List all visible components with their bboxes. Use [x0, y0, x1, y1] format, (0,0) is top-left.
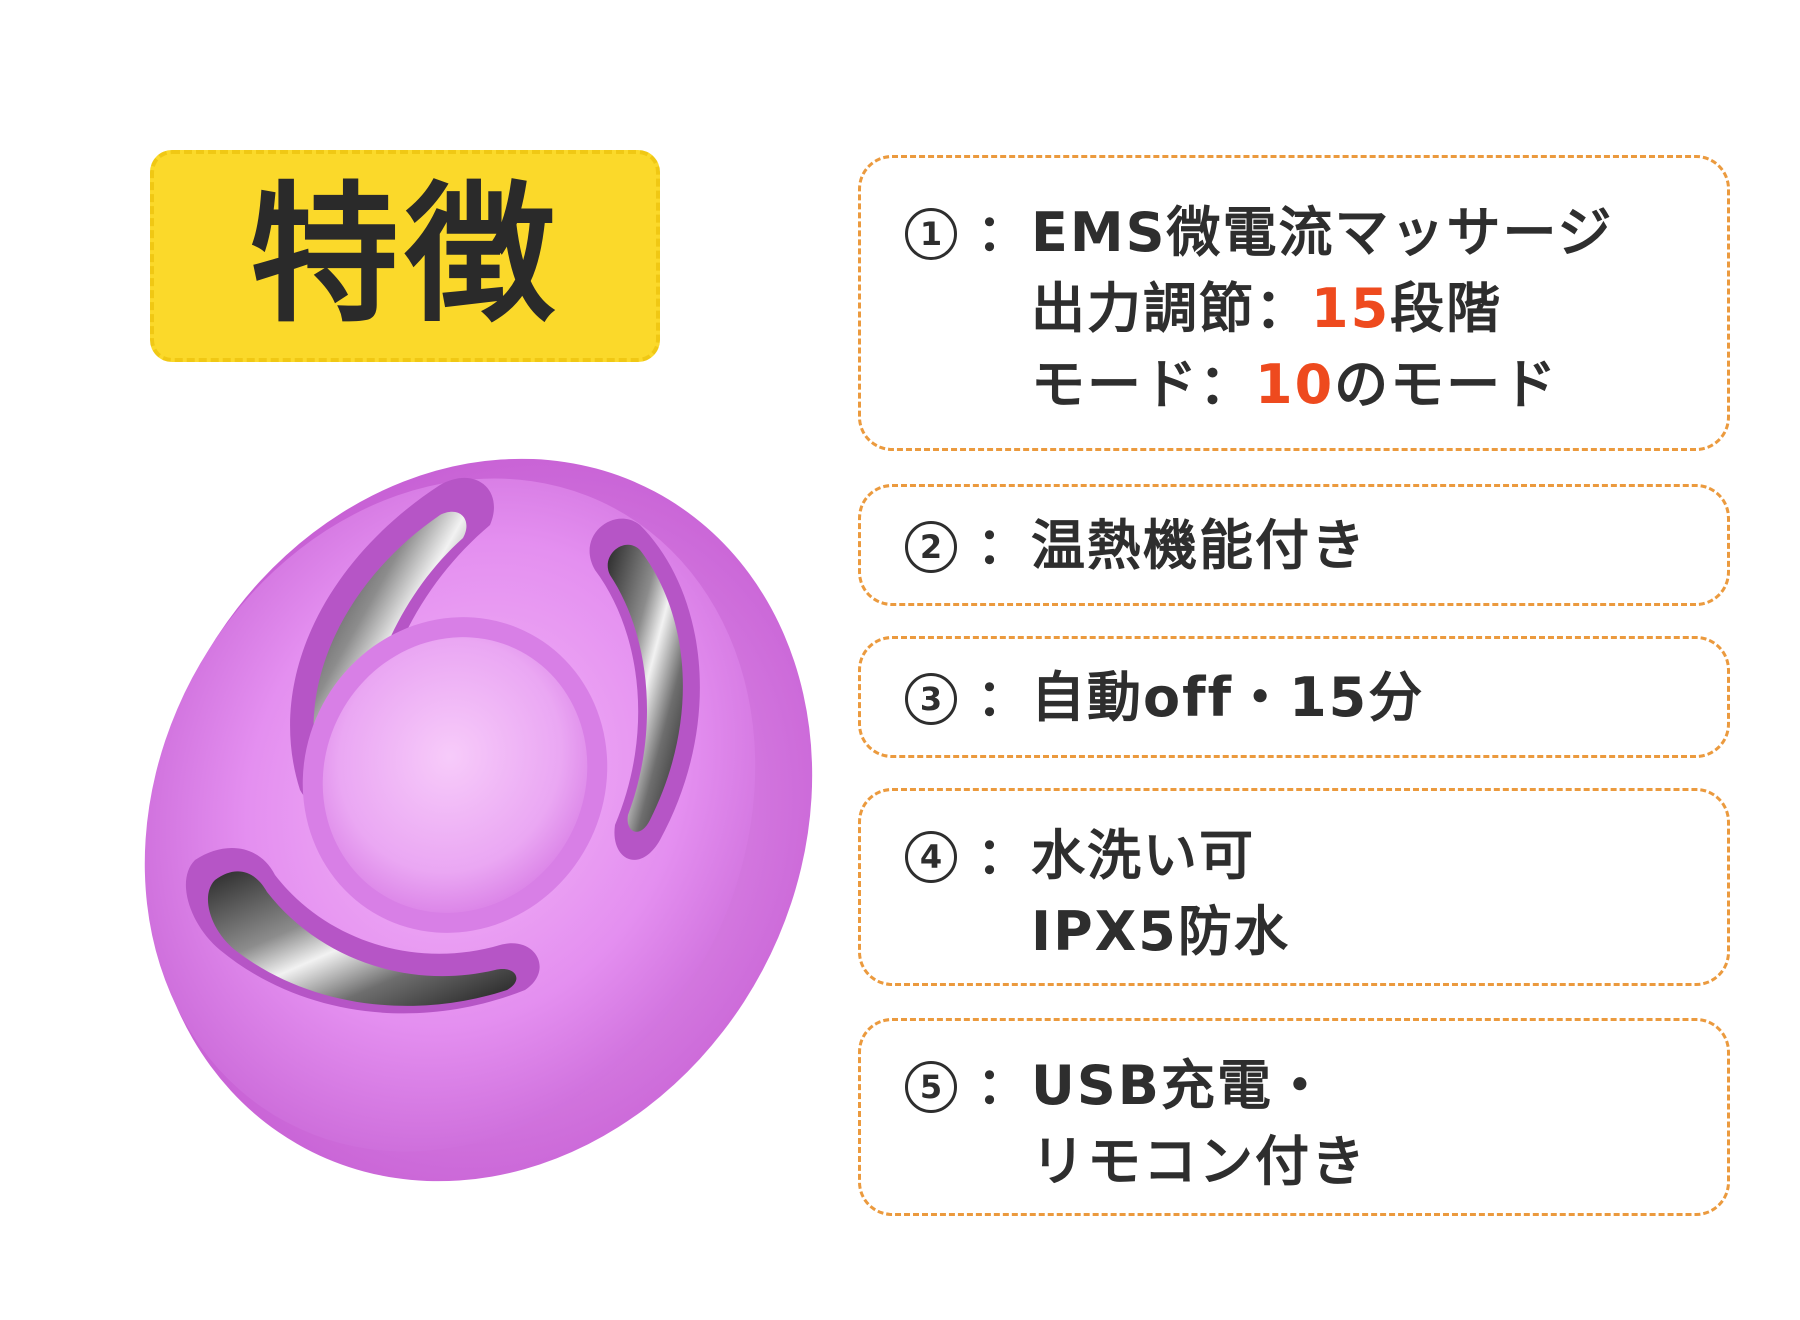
feature-box-4: 4 ： 水洗い可 IPX5防水 [858, 788, 1730, 986]
feature-number-5: 5 [905, 1061, 957, 1113]
feature-1-output-line: 出力調節：15段階 [1031, 282, 1502, 336]
feature-number-2: 2 [905, 521, 957, 573]
feature-number-1: 1 [905, 208, 957, 260]
feature-1-mode-value: 10 [1255, 353, 1335, 416]
electrode-right [607, 544, 683, 832]
feature-1-mode-line: モード：10のモード [1031, 358, 1558, 412]
feature-colon-3: ： [977, 669, 1027, 727]
feature-1-output-label: 出力調節： [1031, 277, 1311, 340]
feature-1-output-value: 15 [1311, 277, 1391, 340]
feature-4-line-2: IPX5防水 [1031, 900, 1290, 963]
feature-colon-5: ： [977, 1057, 1027, 1115]
feature-colon-4: ： [977, 827, 1027, 885]
feature-1-title: EMS微電流マッサージ [1031, 201, 1614, 264]
feature-number-3: 3 [905, 673, 957, 725]
title-badge: 特徴 [150, 150, 660, 362]
feature-box-5: 5 ： USB充電・ リモコン付き [858, 1018, 1730, 1216]
center-button [322, 637, 588, 913]
feature-box-3: 3 ： 自動off・15分 [858, 636, 1730, 758]
title-text: 特徴 [248, 169, 561, 343]
feature-number-4: 4 [905, 831, 957, 883]
feature-colon-2: ： [977, 517, 1027, 575]
electrode-bottom [207, 871, 517, 1006]
feature-4-line-1: 水洗い可 [1031, 824, 1255, 887]
feature-5-line-2: リモコン付き [1031, 1130, 1367, 1193]
feature-1-mode-unit: のモード [1334, 353, 1559, 416]
feature-colon-1: ： [977, 204, 1027, 262]
feature-3-text: 自動off・15分 [1031, 666, 1425, 729]
feature-2-text: 温熱機能付き [1031, 514, 1367, 577]
feature-1-output-unit: 段階 [1390, 277, 1503, 340]
feature-box-2: 2 ： 温熱機能付き [858, 484, 1730, 606]
ems-massager-illustration [144, 458, 813, 1182]
feature-5-line-1: USB充電・ [1031, 1054, 1329, 1117]
feature-1-mode-label: モード： [1031, 353, 1255, 416]
electrode-slot-right [589, 518, 700, 860]
feature-box-1: 1 ： EMS微電流マッサージ 出力調節：15段階 モード：10のモード [858, 155, 1730, 451]
